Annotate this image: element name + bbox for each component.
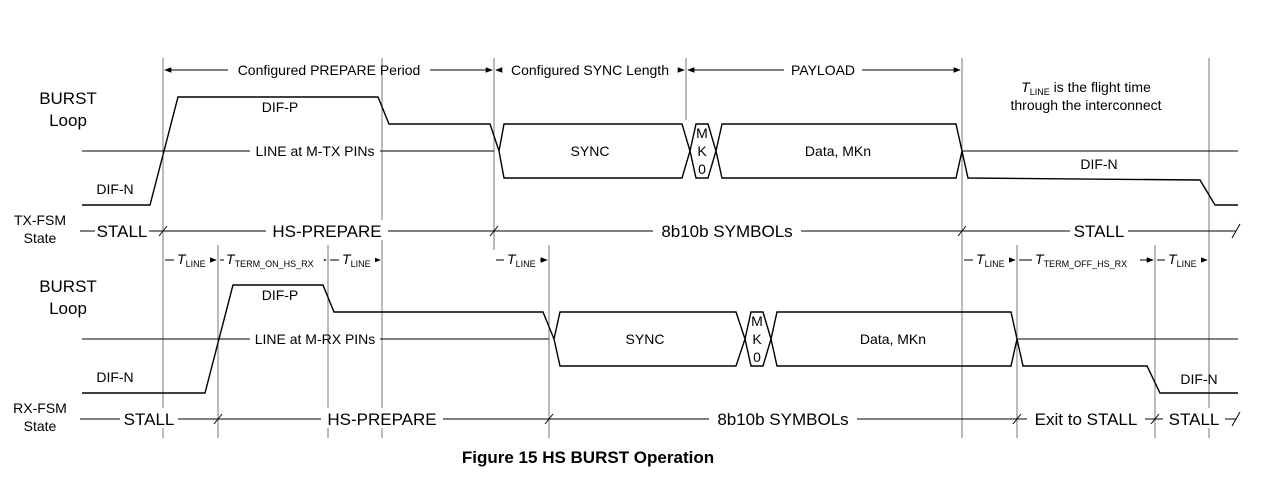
- tx-state-hs-prepare: HS-PREPARE: [272, 222, 381, 241]
- tx-dif-n-left-label: DIF-N: [96, 181, 133, 197]
- tline-4-sub: LINE: [985, 259, 1005, 269]
- rx-burst-waveform: BURST Loop LINE at M-RX PINs DIF-P DIF-N…: [39, 277, 1238, 394]
- rx-state-8b10b: 8b10b SYMBOLs: [717, 410, 848, 429]
- svg-text:TLINE: TLINE: [177, 251, 206, 269]
- svg-text:TTERM_OFF_HS_RX: TTERM_OFF_HS_RX: [1035, 251, 1127, 269]
- note-t-symbol: T: [1021, 79, 1031, 95]
- tx-sync-label: SYNC: [571, 143, 610, 159]
- tx-state-stall-end: STALL: [1074, 222, 1125, 241]
- payload-label: PAYLOAD: [791, 62, 855, 78]
- svg-text:TLINE: TLINE: [342, 251, 371, 269]
- tline-4-t: T: [976, 251, 986, 267]
- tx-fsm-state-row: TX-FSM State STALL HS-PREPARE 8b10b SYMB…: [14, 212, 1241, 246]
- rx-mk0-k: K: [752, 331, 762, 347]
- rx-fsm-label-line2: State: [24, 418, 57, 434]
- tx-dif-p-label: DIF-P: [262, 99, 299, 115]
- note-line1-text: is the flight time: [1050, 79, 1151, 95]
- rx-mk0-0: 0: [753, 349, 761, 365]
- sync-length-label: Configured SYNC Length: [511, 62, 669, 78]
- rx-state-stall-end: STALL: [1169, 410, 1220, 429]
- tterm-on-t: T: [226, 251, 236, 267]
- tx-data-label: Data, MKn: [805, 143, 871, 159]
- svg-text:TLINE: TLINE: [1168, 251, 1197, 269]
- svg-text:TLINE is the flight time: TLINE is the flight time: [1021, 79, 1151, 97]
- rx-fsm-state-row: RX-FSM State STALL HS-PREPARE 8b10b SYMB…: [13, 400, 1241, 434]
- svg-text:TTERM_ON_HS_RX: TTERM_ON_HS_RX: [226, 251, 314, 269]
- rx-signal-name-line2: Loop: [49, 299, 87, 318]
- tline-3-t: T: [507, 251, 517, 267]
- svg-text:TLINE: TLINE: [976, 251, 1005, 269]
- tline-2-t: T: [342, 251, 352, 267]
- tx-state-8b10b: 8b10b SYMBOLs: [661, 222, 792, 241]
- tx-fsm-label-line2: State: [24, 230, 57, 246]
- vertical-gridlines: [162, 58, 1210, 438]
- tx-dif-n-right-label: DIF-N: [1080, 156, 1117, 172]
- tterm-off-t: T: [1035, 251, 1045, 267]
- tx-signal-name-line1: BURST: [39, 89, 97, 108]
- tline-2-sub: LINE: [351, 259, 371, 269]
- timing-arrows-row: TLINE TTERM_ON_HS_RX TLINE TLINE TLINE T…: [165, 250, 1208, 269]
- rx-state-stall: STALL: [124, 410, 175, 429]
- rx-fsm-label-line1: RX-FSM: [13, 400, 67, 416]
- tline-note: TLINE is the flight time through the int…: [1011, 79, 1162, 113]
- tx-mk0-m: M: [696, 125, 708, 141]
- rx-line-label: LINE at M-RX PINs: [255, 331, 376, 347]
- top-dimension-arrows: Configured PREPARE Period Configured SYN…: [164, 62, 961, 78]
- tline-1-t: T: [177, 251, 187, 267]
- tx-fsm-label-line1: TX-FSM: [14, 212, 66, 228]
- svg-text:TLINE: TLINE: [507, 251, 536, 269]
- rx-data-label: Data, MKn: [860, 331, 926, 347]
- tline-1-sub: LINE: [186, 259, 206, 269]
- rx-dif-n-left-label: DIF-N: [96, 369, 133, 385]
- tx-mk0-k: K: [697, 143, 707, 159]
- note-line-subscript: LINE: [1030, 87, 1050, 97]
- note-line2-text: through the interconnect: [1011, 97, 1162, 113]
- tline-5-sub: LINE: [1177, 259, 1197, 269]
- rx-state-exit-to-stall: Exit to STALL: [1035, 410, 1138, 429]
- tx-state-stall: STALL: [97, 222, 148, 241]
- rx-sync-label: SYNC: [626, 331, 665, 347]
- tx-signal-name-line2: Loop: [49, 111, 87, 130]
- tline-3-sub: LINE: [516, 259, 536, 269]
- tx-burst-waveform: BURST Loop LINE at M-TX PINs DIF-P DIF-N…: [39, 89, 1238, 206]
- rx-mk0-m: M: [751, 313, 763, 329]
- prepare-period-label: Configured PREPARE Period: [238, 62, 421, 78]
- tx-mk0-0: 0: [698, 161, 706, 177]
- rx-dif-p-label: DIF-P: [262, 287, 299, 303]
- tx-line-label: LINE at M-TX PINs: [255, 143, 374, 159]
- figure-caption: Figure 15 HS BURST Operation: [462, 448, 714, 467]
- tterm-off-sub: TERM_OFF_HS_RX: [1044, 259, 1128, 269]
- tterm-on-sub: TERM_ON_HS_RX: [235, 259, 314, 269]
- rx-dif-n-right-label: DIF-N: [1180, 371, 1217, 387]
- rx-state-hs-prepare: HS-PREPARE: [327, 410, 436, 429]
- tline-5-t: T: [1168, 251, 1178, 267]
- rx-signal-name-line1: BURST: [39, 277, 97, 296]
